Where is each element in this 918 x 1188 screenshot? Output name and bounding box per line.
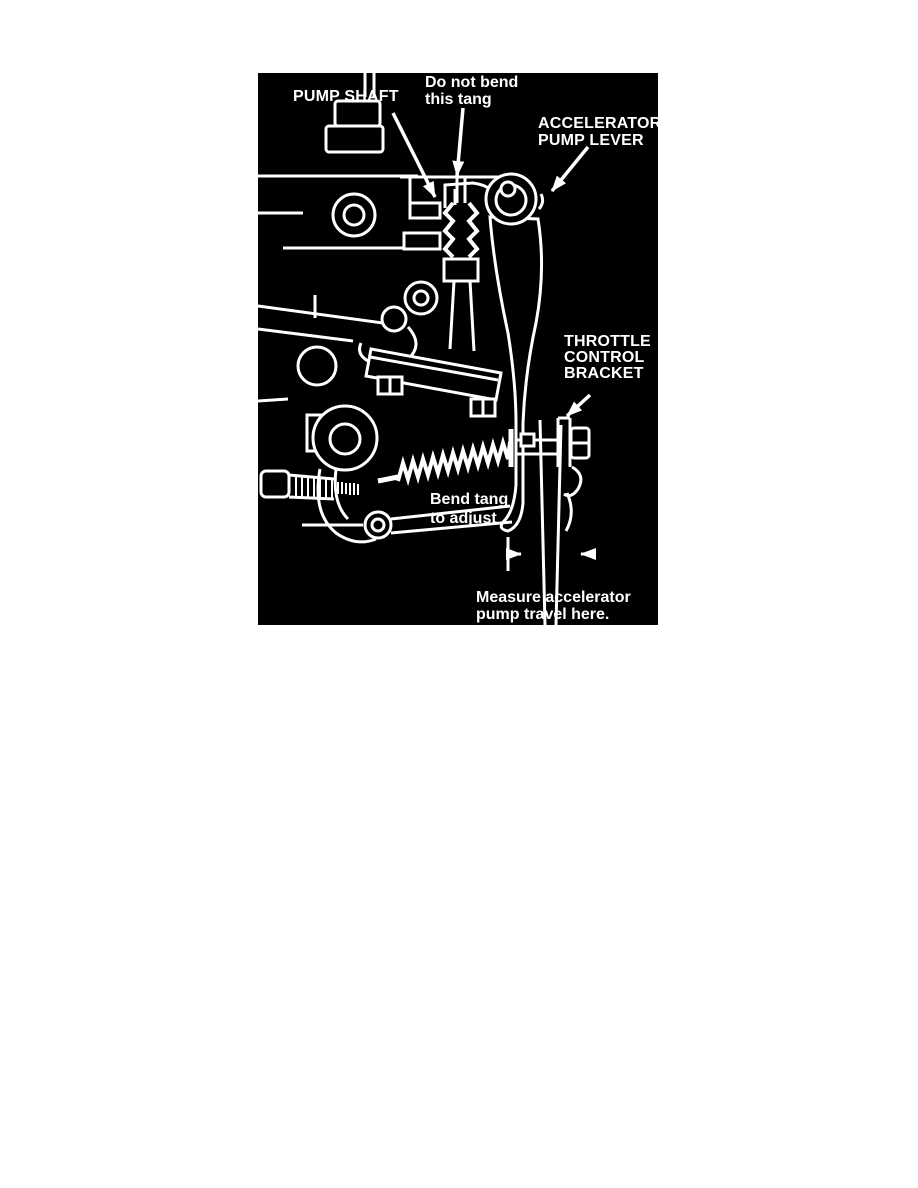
label-bend-tang-to-adjust: Bend tang to adjust [430,491,509,527]
label-do-not-bend-tang: Do not bend this tang [425,74,519,108]
carburetor-body-lines [258,73,418,527]
carburetor-line-art [258,73,596,625]
bracket-leader-arrow [565,393,592,418]
throttle-lever-pivot-drawing [305,404,513,544]
spring-drawing [377,429,558,487]
pump-shaft-drawing [403,177,480,352]
accelerator-lever-leader-arrow [550,145,590,193]
top-bolt-drawing [324,99,442,251]
measurement-arrows [506,537,596,571]
carburetor-figure: PUMP SHAFT Do not bend this tang ACCELER… [258,73,658,625]
pump-shaft-leader-arrow [391,112,437,198]
leader-arrows [391,107,592,418]
label-accelerator-pump-lever: ACCELERATOR PUMP LEVER [538,115,658,149]
label-throttle-control-bracket: THROTTLE CONTROL BRACKET [564,333,651,382]
do-not-bend-leader-arrow [452,107,465,177]
link-arm-drawing [296,305,418,387]
label-pump-shaft: PUMP SHAFT [293,88,399,105]
adjustment-screw-drawing [259,469,359,501]
accelerator-pump-lever-drawing [484,172,545,533]
throttle-control-bracket-drawing [556,416,591,498]
label-measure-pump-travel: Measure accelerator pump travel here. [476,589,631,623]
pump-rod-bracket-drawing [364,347,503,418]
